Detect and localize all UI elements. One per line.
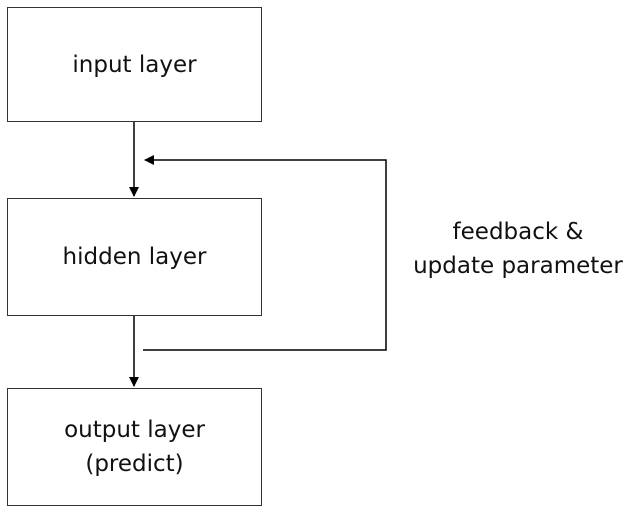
hidden-layer-node: hidden layer (7, 198, 262, 316)
output-layer-node: output layer (predict) (7, 388, 262, 506)
feedback-label-line2: update parameter (413, 253, 623, 279)
feedback-loop-arrow (143, 155, 387, 351)
output-layer-label: output layer (64, 417, 205, 443)
input-layer-node: input layer (7, 7, 262, 122)
input-layer-label: input layer (72, 51, 197, 78)
feedback-label: feedback & update parameter (398, 215, 638, 283)
feedback-label-line1: feedback & (452, 219, 584, 245)
output-layer-sublabel: (predict) (85, 451, 184, 477)
hidden-layer-label: hidden layer (62, 244, 207, 270)
